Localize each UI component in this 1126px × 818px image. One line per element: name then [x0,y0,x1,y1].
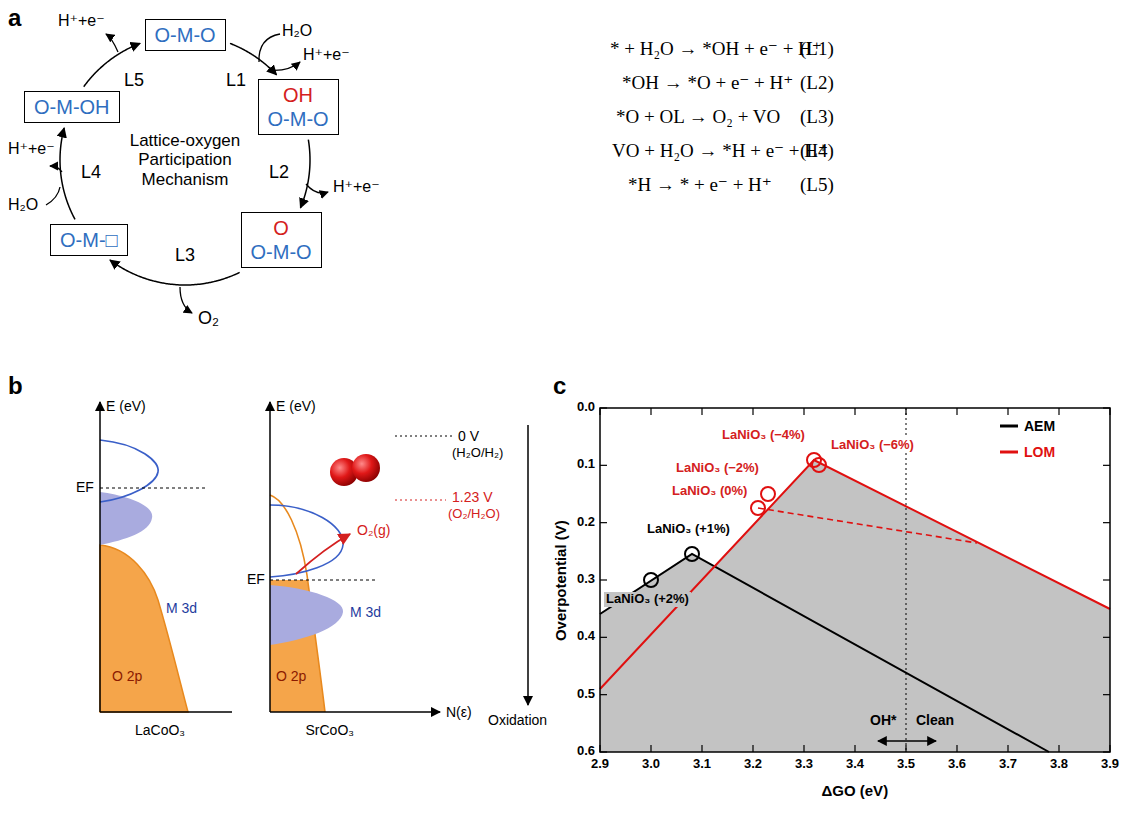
text-label: LaNiO₃ (−6%) [829,438,916,453]
tick-label: 3.4 [846,757,864,772]
tick-label: 0.5 [577,687,595,702]
band-diagram-srcoo3 [270,402,528,712]
text-label: (L4) [800,140,834,162]
text-label: (H₂O/H₂) [452,446,503,461]
tick-label: 0.2 [577,515,595,530]
state-box: O-M-O [145,19,226,51]
text-label: Lattice-oxygen Participation Mechanism [110,131,260,190]
reaction-hooks [46,34,328,313]
state-box: O-M-□ [50,224,128,256]
state-box: OO-M-O [241,212,322,268]
text-label: 0 V [458,428,479,444]
text-label: * + H₂O → *OH + e⁻ + H⁺ [610,38,822,60]
text-label: *O + OL → O₂ + VO [616,106,780,128]
text-label: ΔGO (eV) [822,782,889,799]
text-label: VO + H₂O → *H + e⁻ + H⁺ [612,140,828,162]
state-formula: O-M-OH [34,95,110,119]
text-label: *OH → *O + e⁻ + H⁺ [622,72,793,94]
text-label: Overpotential (V) [551,520,568,641]
tick-label: 0.0 [577,400,595,415]
panel-letter: c [553,372,566,400]
text-label: H⁺+e⁻ [58,12,105,30]
text-label: O 2p [112,668,142,684]
state-formula: O-M-O [268,107,329,131]
tick-label: 3.6 [948,757,966,772]
text-label: M 3d [166,600,197,616]
text-label: 1.23 V [452,489,492,505]
panel-letter: a [8,4,21,32]
text-label: N(ε) [446,704,472,720]
step-label: L1 [226,70,246,91]
text-label: LaNiO₃ (−4%) [720,428,807,443]
text-label: Oxidation [488,712,547,728]
text-label: H⁺+e⁻ [8,140,55,158]
tick-label: 2.9 [591,757,609,772]
cycle-arc [110,260,240,285]
cycle-arc [301,140,311,208]
text-label: E (eV) [276,398,316,414]
text-label: E (eV) [106,398,146,414]
text-label: (L1) [800,38,834,60]
text-label: LaNiO₃ (0%) [670,484,749,499]
text-label: H₂O [8,196,38,214]
state-formula: OH [268,83,329,107]
text-label: M 3d [350,604,381,620]
step-label: L5 [124,70,144,91]
volcano-plot [600,408,1110,752]
text-label: H⁺+e⁻ [333,178,380,196]
tick-label: 3.8 [1050,757,1068,772]
tick-label: 0.1 [577,457,595,472]
tick-label: 0.3 [577,572,595,587]
tick-label: 3.0 [642,757,660,772]
state-box: O-M-OH [24,91,120,123]
text-label: (L3) [800,106,834,128]
legend-entry: AEM [1000,418,1055,434]
text-label: LaNiO₃ (+1%) [645,522,732,537]
text-label: O₂ [198,308,219,329]
legend-line-sample [1000,423,1018,429]
text-label: OH* [868,712,898,728]
band-diagram-lacoo3 [100,402,232,712]
text-label: H⁺+e⁻ [303,46,350,64]
tick-label: 3.1 [693,757,711,772]
tick-label: 3.3 [795,757,813,772]
text-label: (L5) [800,174,834,196]
tick-label: 3.9 [1101,757,1119,772]
step-label: L3 [175,245,195,266]
text-label: (L2) [800,72,834,94]
state-formula: O [251,216,312,240]
legend-entry: LOM [1000,444,1055,460]
legend-line-sample [1000,449,1018,455]
text-label: LaNiO₃ (−2%) [674,461,761,476]
step-label: L2 [269,162,289,183]
legend-text: LOM [1024,444,1055,460]
text-label: H₂O [282,22,312,40]
text-label: *H → * + e⁻ + H⁺ [628,174,772,196]
text-label: Clean [914,712,956,728]
text-label: O 2p [276,668,306,684]
tick-label: 3.2 [744,757,762,772]
cycle-arc [60,128,75,219]
tick-label: 3.7 [999,757,1017,772]
text-label: EF [76,479,94,495]
text-label: LaNiO₃ (+2%) [604,592,691,607]
state-formula: O-M-O [251,240,312,264]
legend-text: AEM [1024,418,1055,434]
panel-letter: b [8,372,23,400]
text-label: EF [247,571,265,587]
tick-label: 3.5 [897,757,915,772]
state-formula: O-M-□ [60,228,118,252]
state-formula: O-M-O [155,23,216,47]
step-label: L4 [81,162,101,183]
state-box: OHO-M-O [258,79,339,135]
text-label: LaCoO₃ [135,722,185,738]
text-label: SrCoO₃ [306,722,355,738]
text-label: (O₂/H₂O) [448,507,500,522]
text-label: O₂(g) [357,522,390,538]
tick-label: 0.4 [577,629,595,644]
